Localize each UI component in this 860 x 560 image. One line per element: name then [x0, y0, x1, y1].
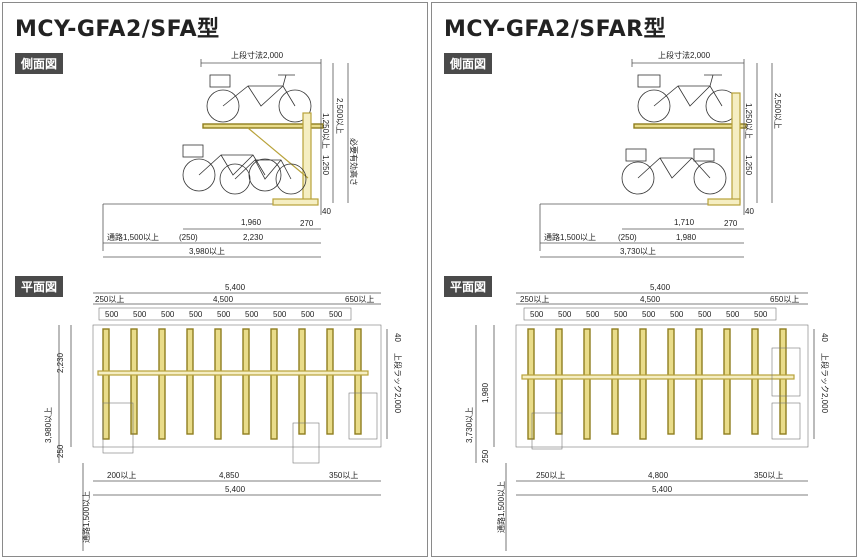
plan-dim-40: 40	[393, 333, 402, 342]
depth-total-dim: 1,980	[676, 233, 697, 242]
plan-dim-40: 40	[820, 333, 829, 342]
model-title: MCY-GFA2/SFA型	[15, 17, 220, 42]
side-view: 上段寸法2,000	[102, 50, 359, 258]
plan-view: 5,400 250以上 4,500 650以上 500 500 500 500 …	[465, 283, 830, 551]
lower-bicycles	[182, 144, 307, 195]
plan-bottom-mid: 4,800	[648, 471, 669, 480]
upper-width-dim: 上段寸法2,000	[658, 50, 711, 60]
pitch-label: 500	[161, 310, 175, 319]
upper-bicycle	[637, 74, 739, 123]
right-drawing: 上段寸法2,000	[465, 50, 830, 551]
lower-height-dim: 1,250	[321, 155, 330, 176]
plan-depth-2230: 2,230	[56, 352, 65, 373]
plan-overall-depth: 3,730以上	[465, 407, 474, 443]
frame-post	[302, 112, 312, 204]
lower-height-dim: 1,250	[744, 155, 753, 176]
upper-height-dim: 1,250以上	[321, 113, 330, 149]
offset-dim: (250)	[618, 233, 637, 242]
right-diagram-panel: MCY-GFA2/SFAR型 側面図 平面図 上段寸法2,000	[431, 2, 857, 557]
base-270-dim: 270	[300, 219, 314, 228]
plan-bottom-right: 350以上	[329, 471, 358, 480]
plan-bottom-mid: 4,850	[219, 471, 240, 480]
pitch-label: 500	[642, 310, 656, 319]
plan-beam	[97, 370, 369, 376]
plan-view: 5,400 250以上 4,500 650以上 500 500 500 500 …	[44, 283, 403, 551]
model-title: MCY-GFA2/SFAR型	[444, 17, 667, 42]
plan-bottom-left: 250以上	[536, 471, 565, 480]
depth-main-dim: 1,960	[241, 218, 262, 227]
depth-total-dim: 2,230	[243, 233, 264, 242]
plan-rack-length: 上段ラック2,000	[820, 353, 830, 414]
plan-left-margin: 250以上	[95, 295, 124, 304]
total-height-dim: 2,500以上	[773, 93, 782, 129]
plan-view-label: 平面図	[444, 276, 493, 297]
aisle-dim: 通路1,500以上	[544, 232, 596, 242]
side-view-label: 側面図	[15, 53, 64, 74]
plan-bottom-total: 5,400	[225, 485, 246, 494]
aisle-dim: 通路1,500以上	[107, 232, 159, 242]
pitch-label: 500	[614, 310, 628, 319]
plan-pitch-total: 4,500	[213, 295, 234, 304]
plan-top-total: 5,400	[225, 283, 246, 292]
upper-height-dim: 1,250以上	[744, 103, 753, 139]
plan-bottom-total: 5,400	[652, 485, 673, 494]
plan-beam	[521, 374, 795, 380]
base-40-dim: 40	[745, 207, 754, 216]
pitch-label: 500	[217, 310, 231, 319]
plan-pitch-total: 4,500	[640, 295, 661, 304]
rack-slots	[102, 328, 362, 440]
pitch-label: 500	[105, 310, 119, 319]
pitch-label: 500	[754, 310, 768, 319]
upper-width-dim: 上段寸法2,000	[231, 50, 284, 60]
pitch-label: 500	[301, 310, 315, 319]
pitch-label: 500	[273, 310, 287, 319]
plan-aisle-vertical: 通路1,500以上	[81, 491, 91, 543]
plan-view-label: 平面図	[15, 276, 64, 297]
pitch-label: 500	[189, 310, 203, 319]
pitch-labels: 500 500 500 500 500 500 500 500 500	[530, 310, 768, 319]
left-drawing: 上段寸法2,000	[44, 50, 403, 551]
plan-overall-depth: 3,980以上	[44, 407, 53, 443]
side-view-label: 側面図	[444, 53, 493, 74]
lower-rail	[272, 198, 319, 206]
plan-depth-1980: 1,980	[481, 382, 490, 403]
rack-slots	[527, 328, 787, 440]
plan-left-margin: 250以上	[520, 295, 549, 304]
plan-right-margin: 650以上	[770, 295, 799, 304]
plan-right-margin: 650以上	[345, 295, 374, 304]
pitch-label: 500	[558, 310, 572, 319]
pitch-label: 500	[586, 310, 600, 319]
plan-depth-250: 250	[56, 444, 65, 458]
total-height-dim: 2,500以上	[335, 98, 344, 134]
overall-dim: 3,980以上	[189, 247, 225, 256]
pitch-label: 500	[530, 310, 544, 319]
pitch-label: 500	[133, 310, 147, 319]
left-diagram-panel: MCY-GFA2/SFA型 側面図 平面図 上段寸法2,000	[2, 2, 428, 557]
plan-aisle-vertical: 通路1,500以上	[496, 481, 506, 533]
offset-dim: (250)	[179, 233, 198, 242]
frame-post	[731, 92, 741, 204]
upper-rack	[202, 123, 324, 129]
clear-height-dim: 必要有効高さ	[349, 138, 359, 186]
base-40-dim: 40	[322, 207, 331, 216]
base-270-dim: 270	[724, 219, 738, 228]
pitch-label: 500	[329, 310, 343, 319]
upper-bicycle	[206, 74, 312, 123]
side-view: 上段寸法2,000	[539, 50, 782, 258]
plan-rack-length: 上段ラック2,000	[393, 353, 403, 414]
pitch-label: 500	[726, 310, 740, 319]
lower-bicycles	[621, 148, 727, 195]
plan-depth-250: 250	[481, 449, 490, 463]
plan-top-total: 5,400	[650, 283, 671, 292]
pitch-label: 500	[245, 310, 259, 319]
depth-main-dim: 1,710	[674, 218, 695, 227]
plan-bottom-left: 200以上	[107, 471, 136, 480]
plan-bottom-right: 350以上	[754, 471, 783, 480]
overall-dim: 3,730以上	[620, 247, 656, 256]
pitch-label: 500	[698, 310, 712, 319]
pitch-labels: 500 500 500 500 500 500 500 500 500	[105, 310, 343, 319]
upper-rack	[633, 123, 747, 129]
pitch-label: 500	[670, 310, 684, 319]
lower-rail	[707, 198, 741, 206]
